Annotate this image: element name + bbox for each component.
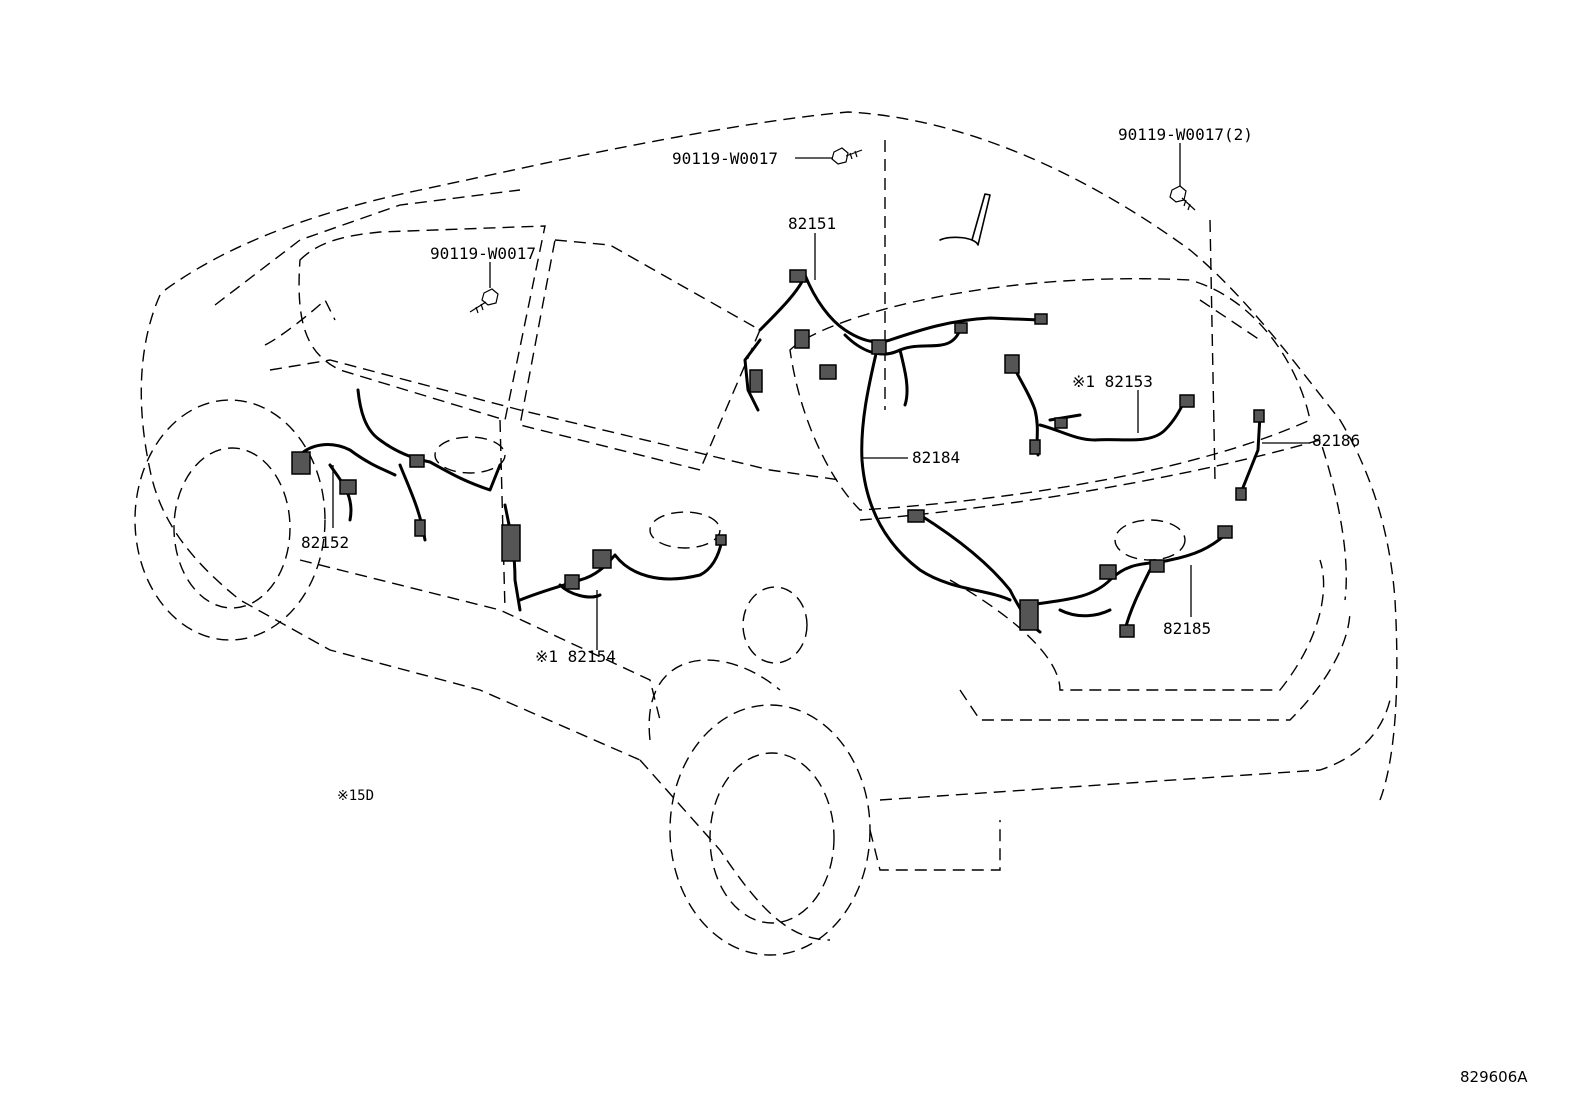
figure-number: 829606A	[1460, 1068, 1528, 1086]
front-door-window	[298, 225, 761, 471]
callout-rear-door-wire: ※1 82154	[535, 647, 616, 666]
leader-lines	[332, 143, 1310, 650]
back-door-wire-harness-lower	[907, 409, 1265, 638]
bolt-roof-center-icon	[831, 147, 863, 165]
door-details	[264, 298, 808, 664]
callout-floor-wire: 82184	[912, 448, 961, 467]
callout-back-door-wire-2: 82185	[1163, 619, 1212, 638]
front-wheel	[134, 399, 326, 641]
callout-back-door-wire-3: 82186	[1312, 431, 1361, 450]
callout-front-door-wire: 82152	[301, 533, 350, 552]
car-body-outline	[140, 111, 1398, 941]
callout-bolt-front-door: 90119-W0017	[430, 244, 536, 263]
roof-wire-harness	[743, 269, 1048, 602]
antenna	[939, 193, 991, 246]
rear-hatch	[789, 278, 1391, 871]
bolt-roof-rear-icon	[1169, 185, 1196, 211]
footnote: ※15D	[337, 788, 375, 804]
callout-roof-wire: 82151	[788, 214, 837, 233]
bolt-front-door-icon	[469, 288, 499, 314]
rear-door-wire-harness	[501, 503, 727, 612]
front-door-wire-harness	[291, 388, 502, 542]
callout-bolt-roof-center: 90119-W0017	[672, 149, 778, 168]
rear-wheel	[648, 659, 871, 956]
back-door-wire-harness-upper	[1004, 354, 1195, 457]
callout-back-door-wire-1: ※1 82153	[1072, 372, 1153, 391]
callout-bolt-roof-rear: 90119-W0017(2)	[1118, 125, 1253, 144]
